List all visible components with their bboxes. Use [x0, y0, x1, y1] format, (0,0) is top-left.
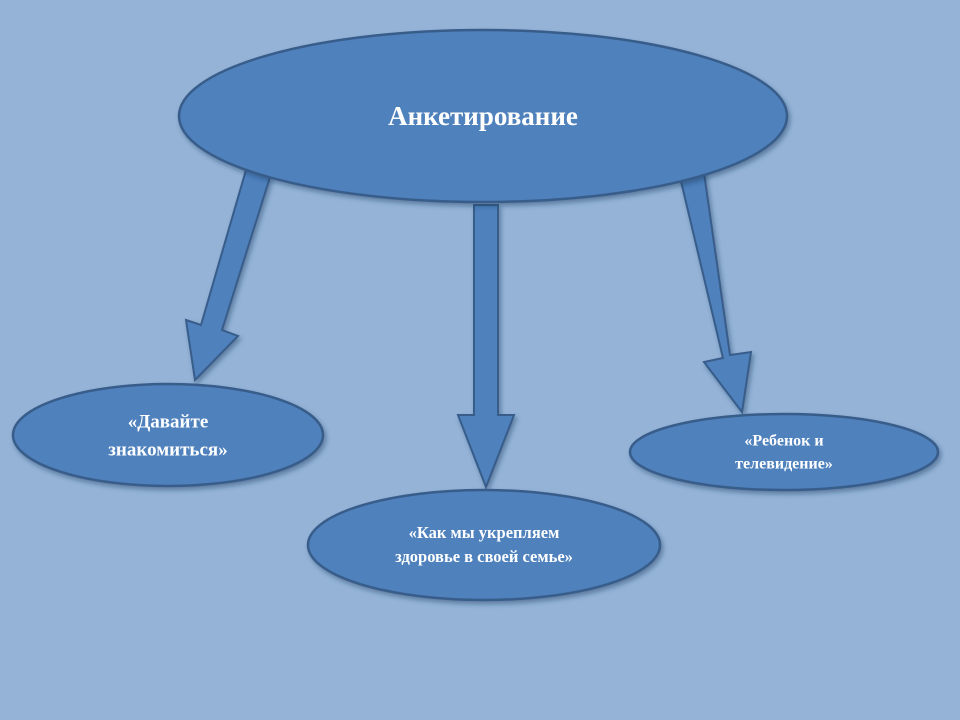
root-label: Анкетирование — [388, 101, 578, 131]
child-center-line1: «Как мы укрепляем — [409, 523, 560, 542]
child-ellipse-right — [628, 412, 940, 492]
arrows — [184, 168, 753, 490]
arrow-to-right-node — [678, 171, 753, 415]
child-left-line1: «Давайте — [128, 411, 209, 432]
child-node-left: «Давайте знакомиться» — [11, 382, 325, 488]
child-right-line2: телевидение» — [735, 456, 833, 473]
child-ellipse-center — [306, 488, 662, 602]
arrow-to-left-node — [184, 168, 272, 383]
arrow-to-center-node — [456, 204, 516, 490]
child-center-line2: здоровье в своей семье» — [395, 547, 573, 566]
root-node: Анкетирование — [177, 28, 789, 204]
child-ellipse-left — [11, 382, 325, 488]
root-ellipse — [177, 28, 789, 204]
child-right-line1: «Ребенок и — [744, 433, 823, 450]
child-left-line2: знакомиться» — [108, 439, 227, 460]
child-node-right: «Ребенок и телевидение» — [628, 412, 940, 492]
child-node-center: «Как мы укрепляем здоровье в своей семье… — [306, 488, 662, 602]
